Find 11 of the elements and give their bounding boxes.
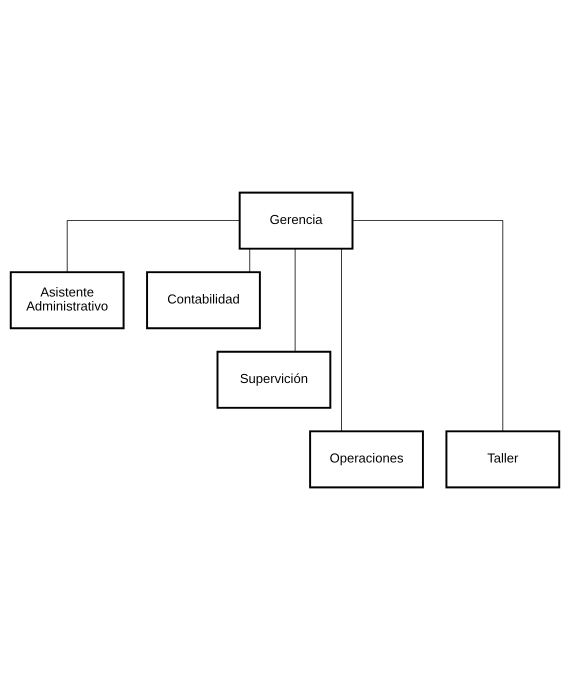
- connector: [66, 220, 240, 273]
- node-box: Asistente Administrativo: [10, 271, 125, 330]
- node-box: Supervición: [216, 350, 332, 409]
- connector: [249, 248, 250, 273]
- connector: [352, 220, 504, 432]
- connector: [341, 248, 342, 432]
- node-box: Taller: [445, 430, 560, 488]
- connector: [294, 248, 296, 352]
- node-box: Gerencia: [238, 192, 354, 250]
- node-box: Contabilidad: [146, 271, 261, 330]
- node-box: Operaciones: [309, 430, 424, 488]
